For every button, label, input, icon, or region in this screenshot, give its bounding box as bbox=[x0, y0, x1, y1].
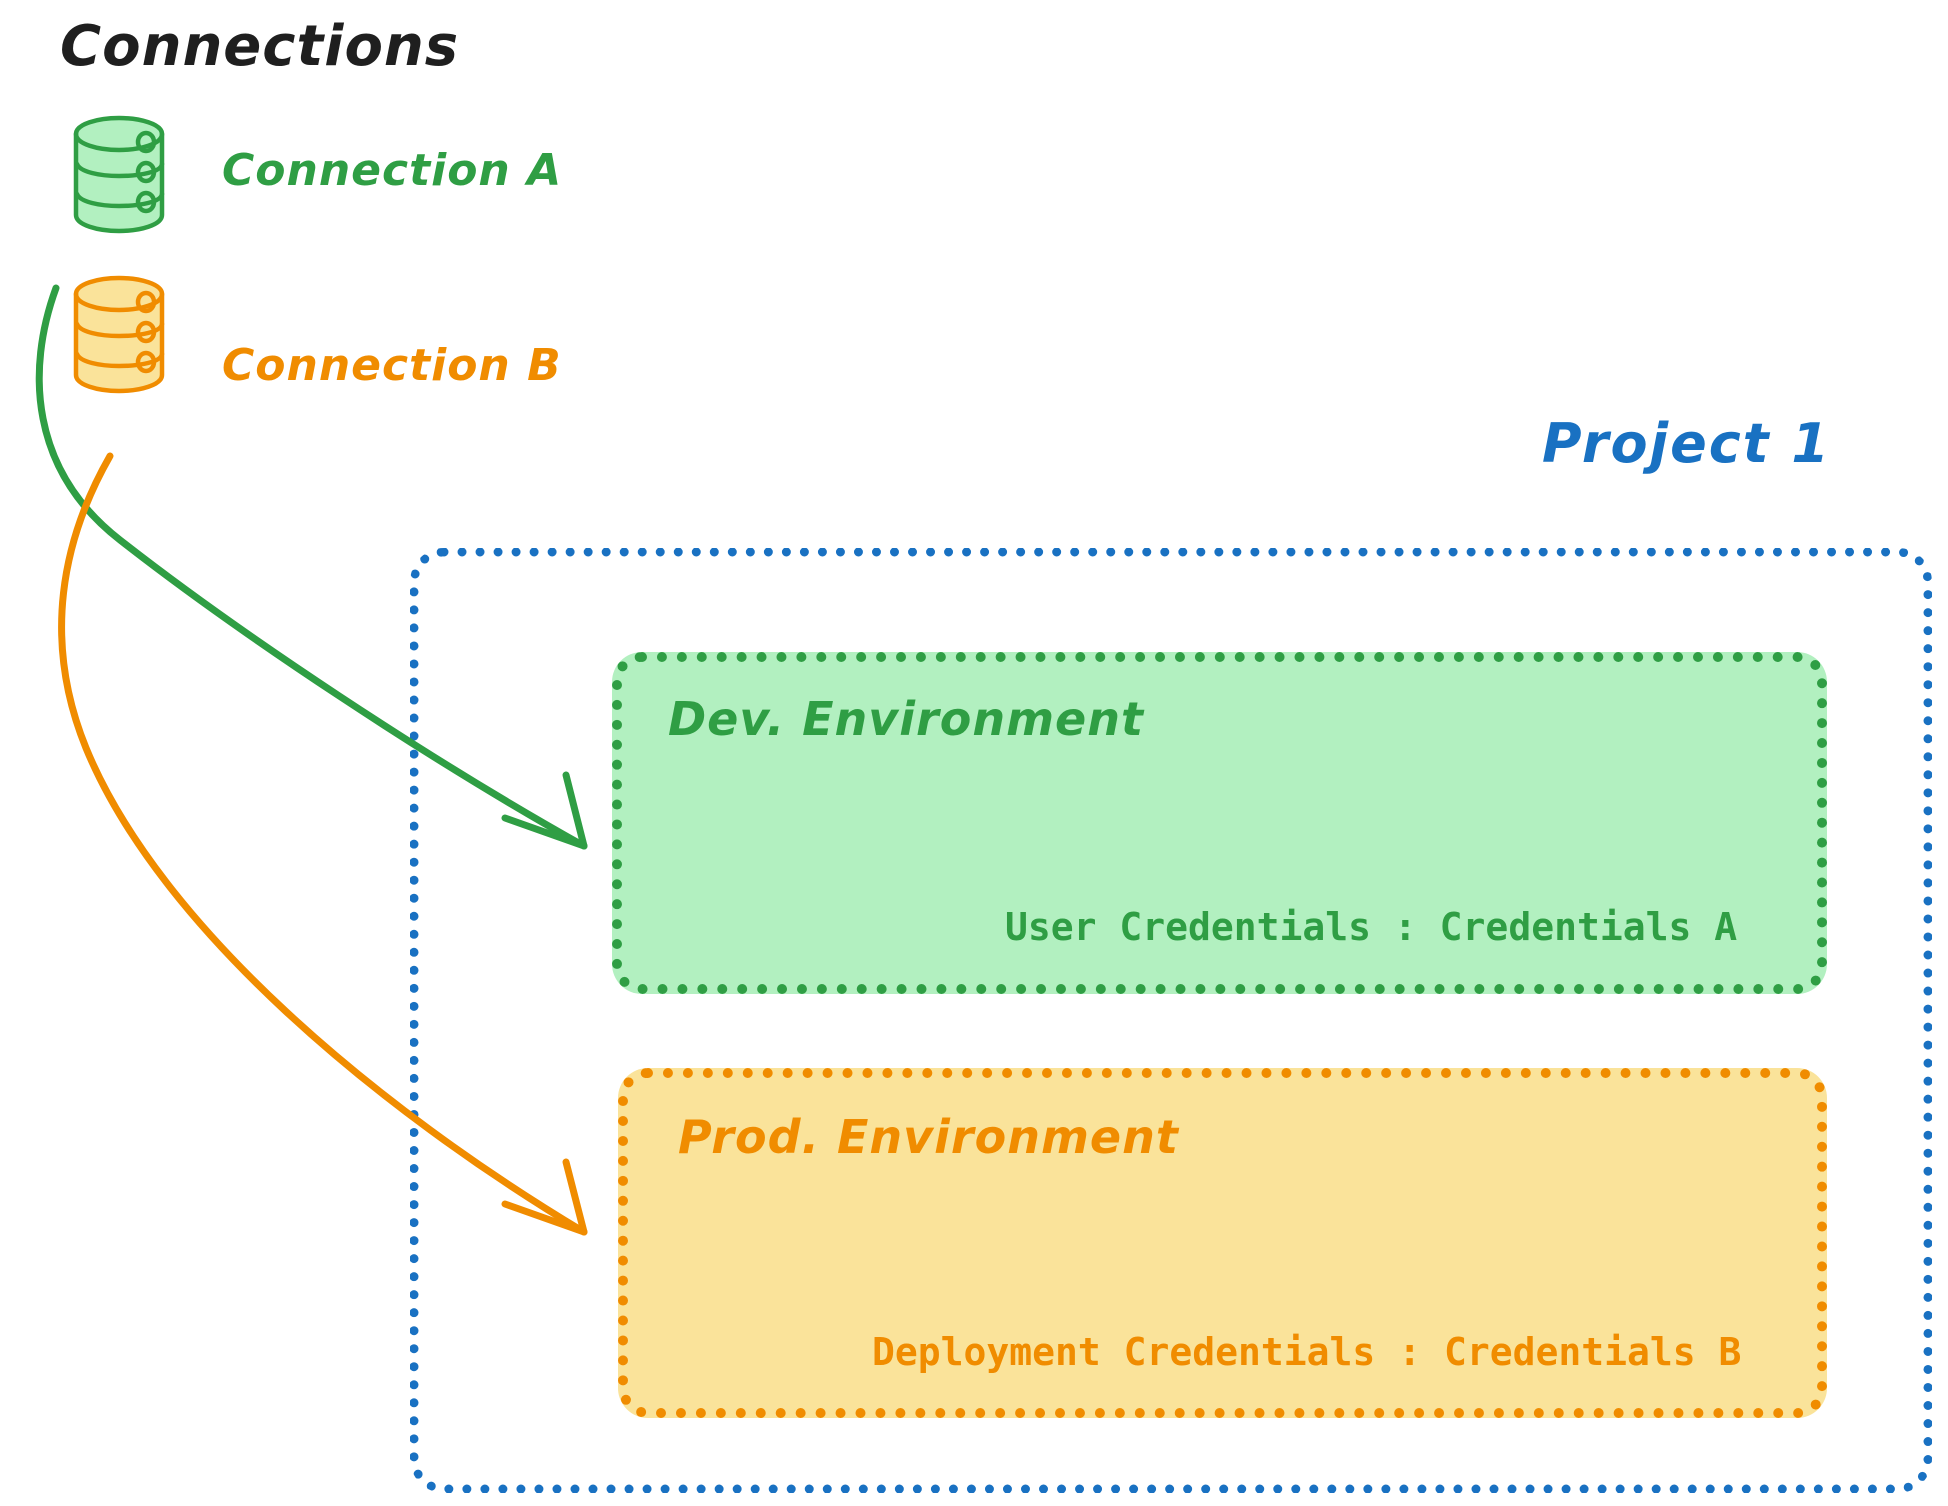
project-label: Project 1 bbox=[1542, 412, 1831, 475]
dev-environment-box[interactable] bbox=[612, 652, 1827, 994]
prod-environment-box[interactable] bbox=[618, 1068, 1827, 1418]
connection-a-label: Connection A bbox=[222, 145, 563, 196]
page-title: Connections bbox=[60, 14, 460, 79]
dev-environment-title: Dev. Environment bbox=[668, 692, 1144, 746]
connection-b-label: Connection B bbox=[222, 340, 562, 391]
dev-environment-credentials: User Credentials : Credentials A bbox=[1005, 905, 1738, 949]
prod-environment-title: Prod. Environment bbox=[678, 1110, 1179, 1164]
database-icon-connection-a[interactable] bbox=[66, 112, 176, 237]
prod-environment-credentials: Deployment Credentials : Credentials B bbox=[872, 1330, 1742, 1374]
database-icon-connection-b[interactable] bbox=[66, 272, 176, 397]
